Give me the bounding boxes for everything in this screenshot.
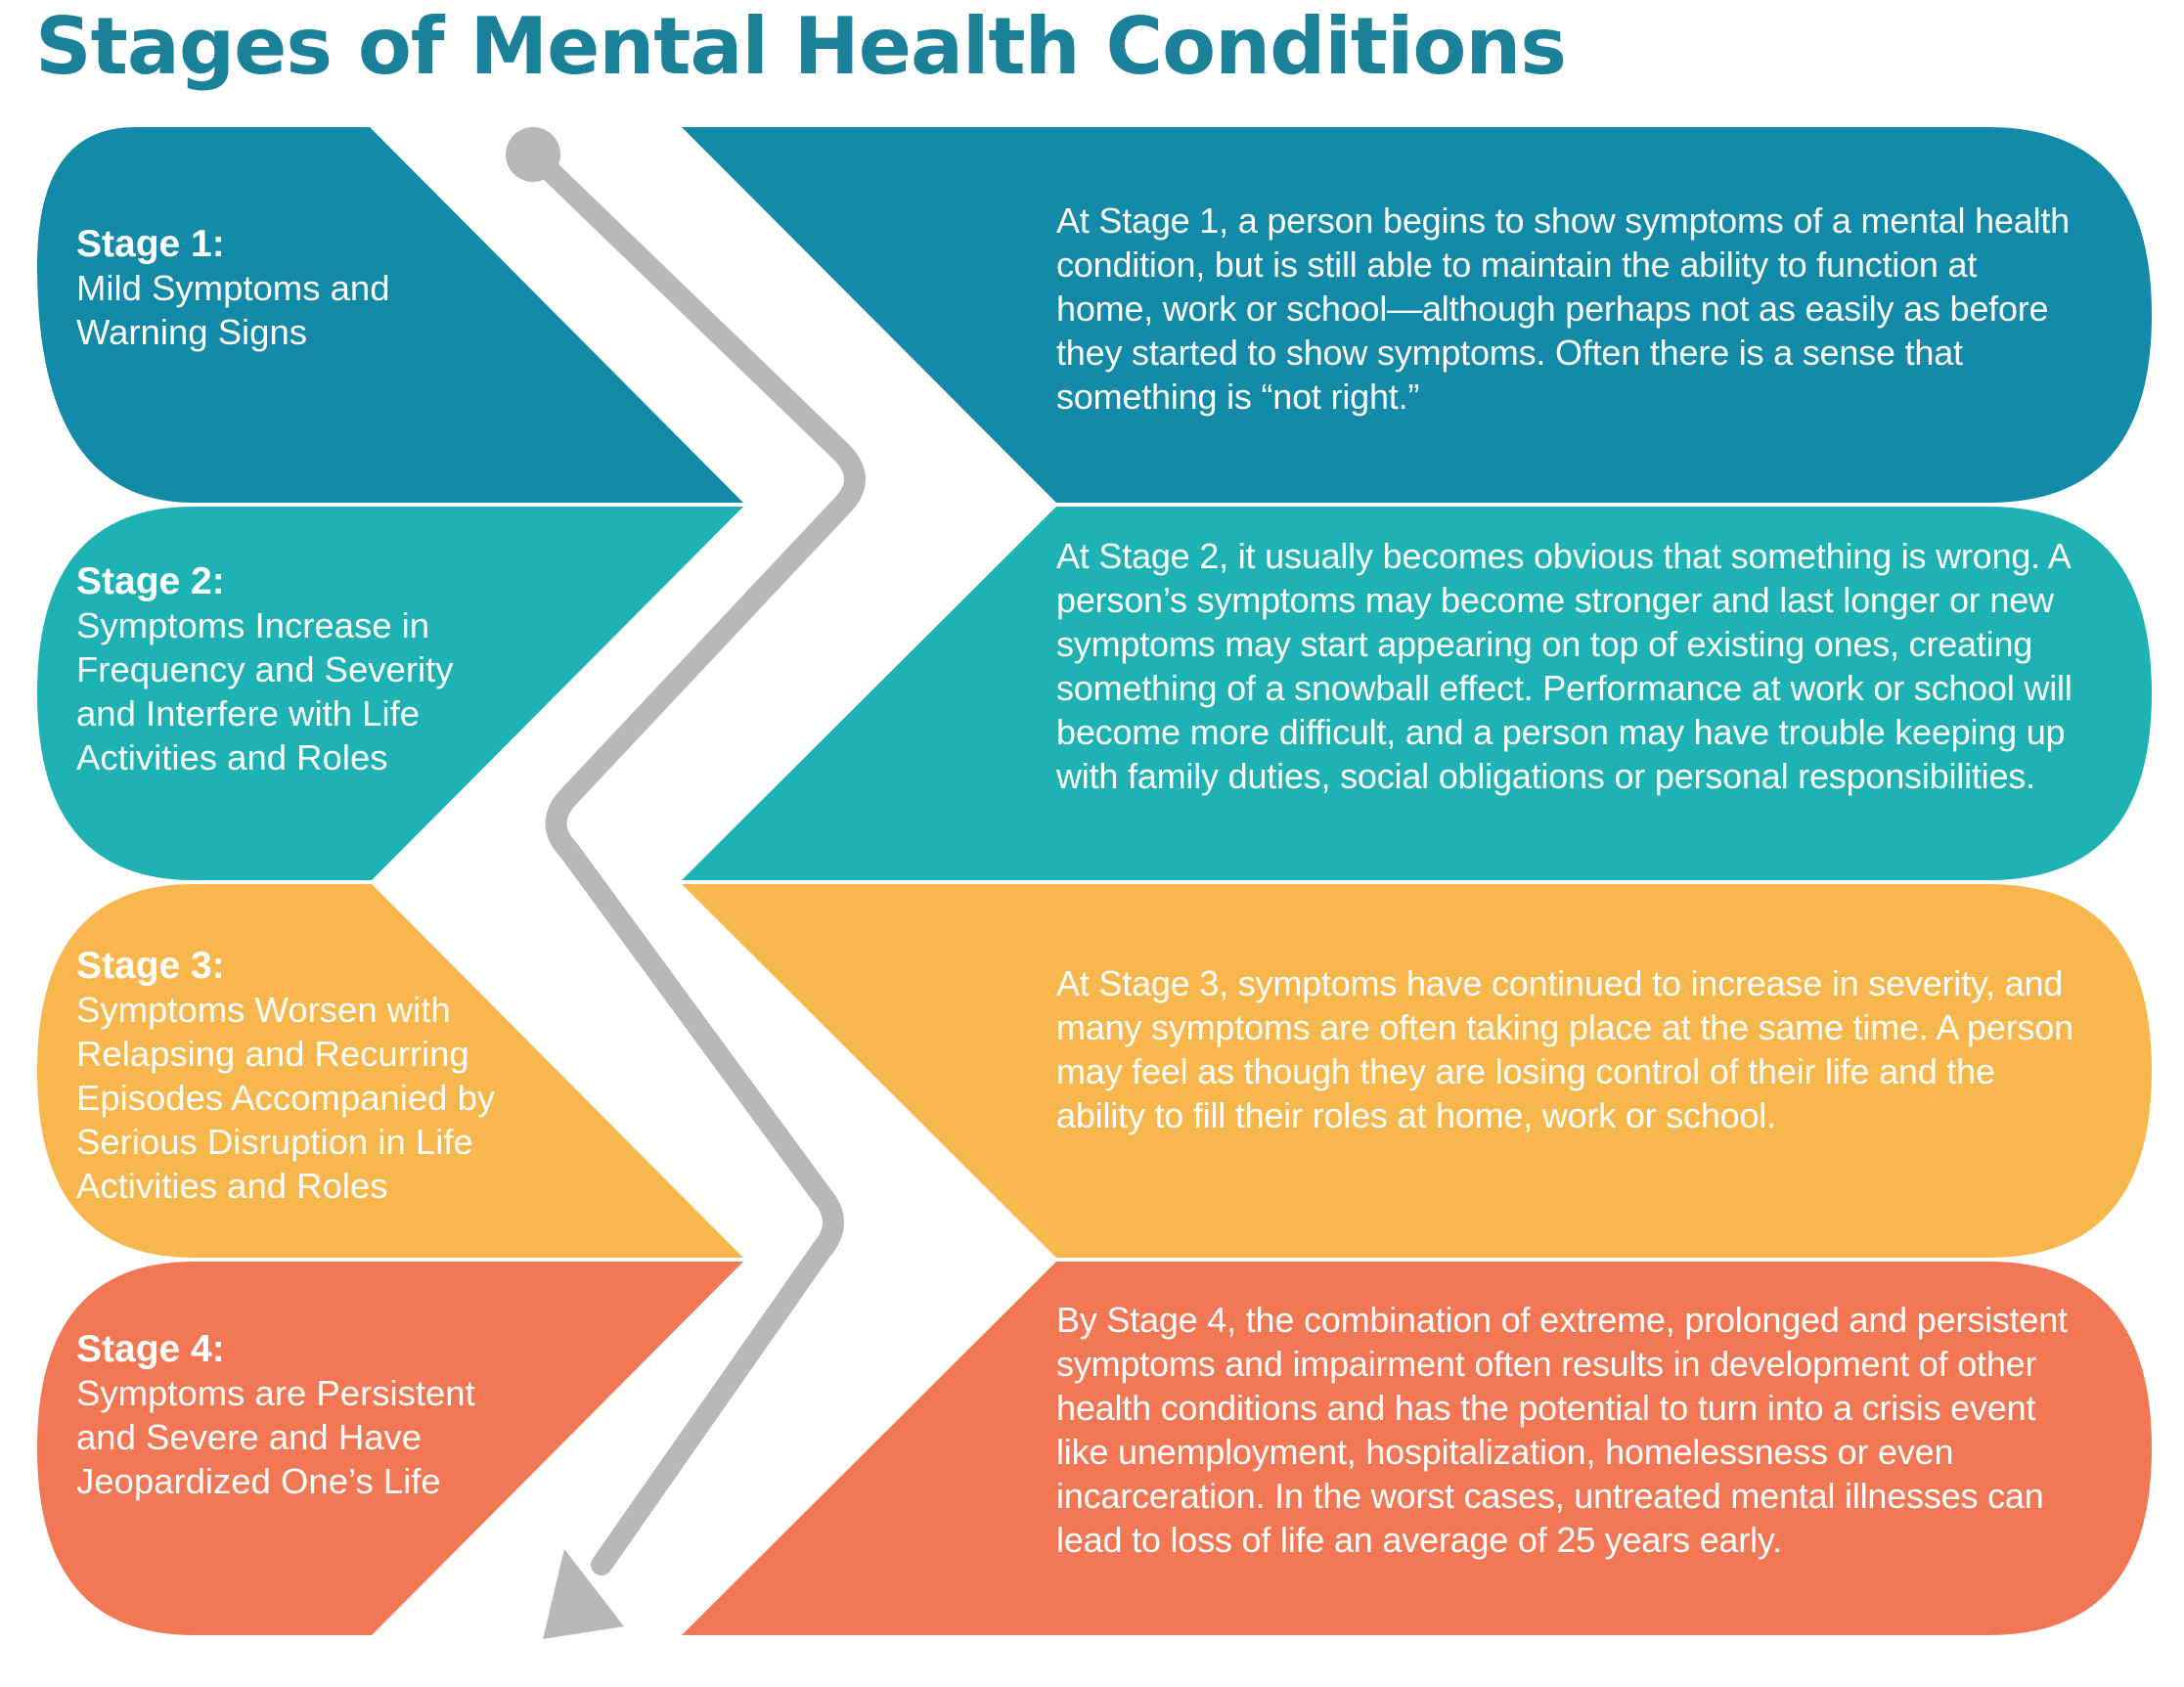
stage-4-right-panel <box>682 1262 2152 1635</box>
stage-3-description: At Stage 3, symptoms have continued to i… <box>1056 963 2073 1135</box>
stage-1-right-panel <box>682 127 2152 503</box>
progression-arrow <box>506 127 866 1639</box>
stage-4-name: Stage 4: <box>76 1328 225 1370</box>
stage-1-name: Stage 1: <box>76 223 225 265</box>
stage-2-right-panel <box>682 507 2152 880</box>
stage-2-left-panel <box>37 507 743 880</box>
stage-2-name: Stage 2: <box>76 560 225 602</box>
page-title: Stages of Mental Health Conditions <box>35 1 1567 92</box>
stage-1-description: At Stage 1, a person begins to show symp… <box>1056 200 2070 417</box>
stage-4-subtitle: Symptoms are Persistent and Severe and H… <box>76 1373 475 1501</box>
stage-3-left-panel <box>37 884 743 1258</box>
stage-2-subtitle: Symptoms Increase in Frequency and Sever… <box>76 605 454 777</box>
arrow-head <box>543 1549 624 1639</box>
stage-1-subtitle: Mild Symptoms and Warning Signs <box>76 268 390 352</box>
stage-3-label: Stage 3: Symptoms Worsen with Relapsing … <box>76 944 507 1208</box>
stage-1-left-panel <box>37 127 743 503</box>
stage-2-label: Stage 2: Symptoms Increase in Frequency … <box>76 559 507 779</box>
stage-4-description: By Stage 4, the combination of extreme, … <box>1056 1300 2068 1560</box>
arrow-track <box>522 144 866 1576</box>
arrow-start-dot <box>506 127 560 182</box>
stage-4-label: Stage 4: Symptoms are Persistent and Sev… <box>76 1327 507 1503</box>
stage-3-subtitle: Symptoms Worsen with Relapsing and Recur… <box>76 990 496 1206</box>
stage-1-label: Stage 1: Mild Symptoms and Warning Signs <box>76 222 507 354</box>
stage-3-name: Stage 3: <box>76 945 225 987</box>
stage-4-left-panel <box>37 1262 743 1635</box>
stage-3-right-panel <box>682 884 2152 1258</box>
stage-2-description: At Stage 2, it usually becomes obvious t… <box>1056 536 2073 796</box>
